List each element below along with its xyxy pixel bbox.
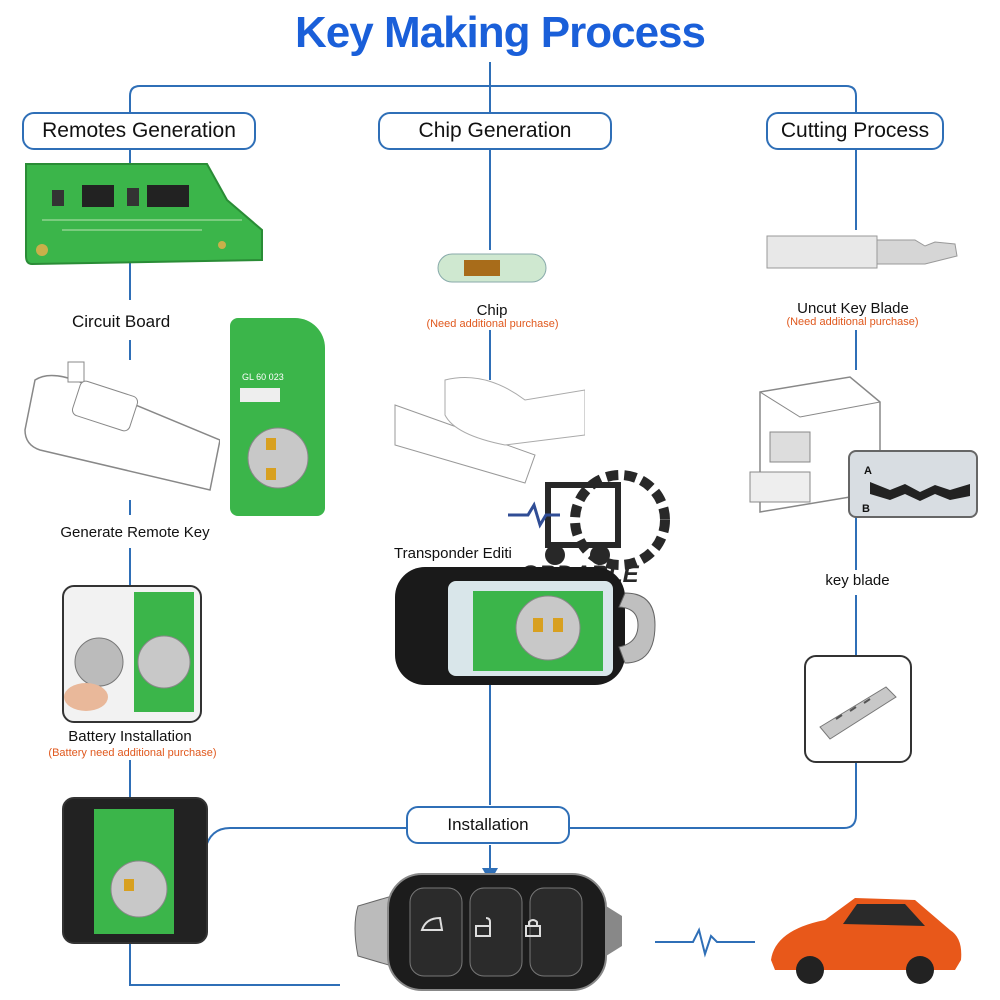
trunk-icon <box>418 912 446 940</box>
remote-pcb-board-icon: GL 60 023 <box>230 318 325 516</box>
signal-wave-icon <box>655 926 755 958</box>
stage-chip-generation: Chip Generation <box>378 112 612 150</box>
pcb-code: GL 60 023 <box>242 372 284 382</box>
battery-note: (Battery need additional purchase) <box>48 747 217 759</box>
label-uncut-key-blade: Uncut Key Blade <box>797 300 909 317</box>
key-blade-icon <box>765 232 960 272</box>
page-title: Key Making Process <box>295 8 706 57</box>
unlock-icon <box>472 916 496 940</box>
label-chip: Chip <box>476 302 508 319</box>
label-transponder-editing: Transponder Editi <box>394 545 512 562</box>
car-icon <box>765 890 965 990</box>
label-battery-installation: Battery Installation <box>68 728 192 745</box>
chip-note: (Need additional purchase) <box>426 318 559 330</box>
flip-key-icon <box>352 866 624 994</box>
battery-photo <box>62 585 202 723</box>
key-shell-open-icon <box>393 563 661 689</box>
battery-icon <box>74 637 124 687</box>
key-programmer-icon <box>20 360 221 500</box>
stage-cutting-process: Cutting Process <box>766 112 944 150</box>
svg-text:A: A <box>864 465 872 477</box>
blade-note: (Need additional purchase) <box>786 316 919 328</box>
stage-remotes-generation: Remotes Generation <box>22 112 256 150</box>
svg-text:B: B <box>862 503 870 515</box>
label-circuit-board: Circuit Board <box>72 312 171 331</box>
chip-icon <box>436 250 548 286</box>
cut-key-photo <box>804 655 912 763</box>
key-profile-graph: A B <box>848 450 978 518</box>
label-generate-remote-key: Generate Remote Key <box>60 524 210 541</box>
programmer-with-hand-icon <box>385 375 586 485</box>
lock-icon <box>520 916 544 940</box>
label-key-blade: key blade <box>825 572 890 589</box>
remote-pcb-icon <box>22 160 267 270</box>
stage-installation: Installation <box>406 806 570 844</box>
remote-installed-photo <box>62 797 208 944</box>
